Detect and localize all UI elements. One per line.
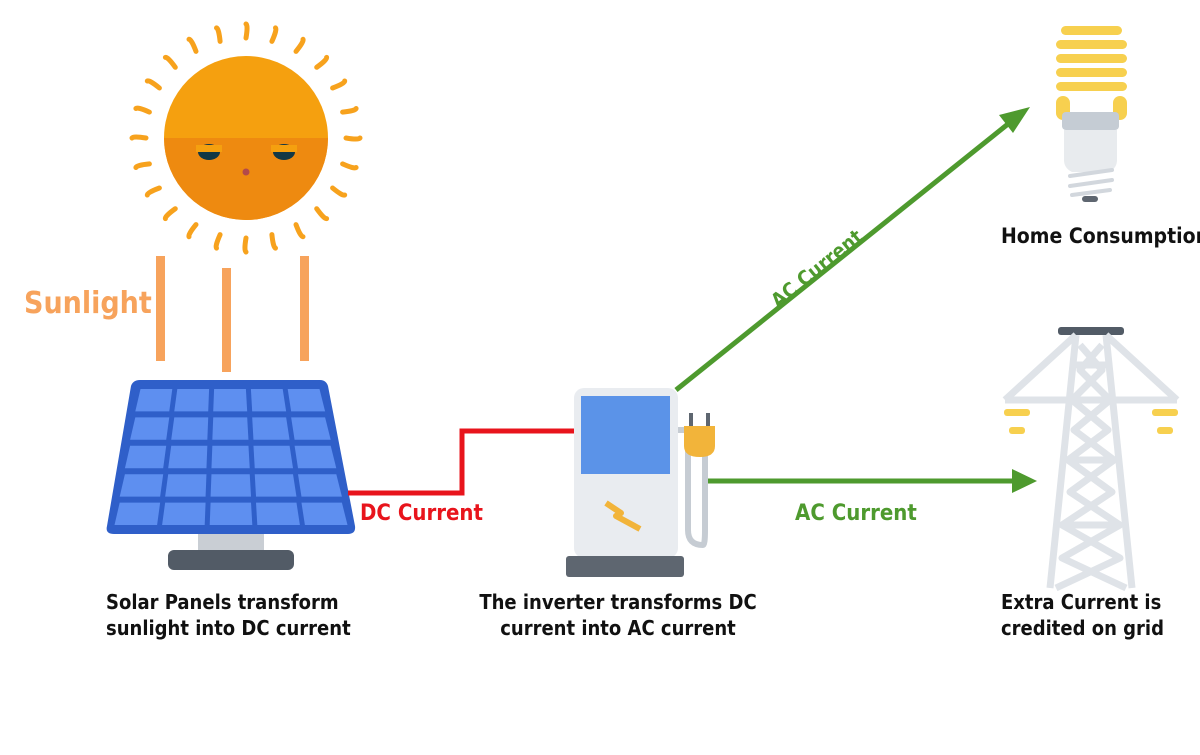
sun-ray: [340, 106, 359, 115]
solar-cell: [212, 417, 249, 440]
sun-ray: [293, 36, 306, 54]
solar-cell: [124, 445, 167, 469]
sun-icon: [129, 21, 363, 255]
sunlight-label: Sunlight: [24, 286, 152, 321]
sun-ray: [162, 206, 178, 222]
sun-ray: [340, 161, 359, 171]
power-tower-icon: [1002, 327, 1180, 592]
sun-ray: [213, 232, 223, 251]
sun-ray: [314, 54, 330, 70]
solar-cell: [256, 502, 300, 525]
solar-panels-caption: Solar Panels transform sunlight into DC …: [106, 589, 351, 641]
sun-ray: [186, 222, 199, 240]
sun-ray: [293, 222, 306, 240]
solar-cell: [301, 502, 348, 525]
sun-ray: [314, 206, 330, 222]
grid-caption-line-1: Extra Current is: [1001, 590, 1162, 614]
solar-cell: [250, 389, 287, 412]
solar-cell: [114, 502, 161, 525]
sun-ray: [269, 232, 278, 251]
ac-current-grid-label: AC Current: [795, 501, 917, 526]
home-consumption-label: Home Consumption: [1001, 224, 1200, 248]
solar-cell: [294, 445, 337, 469]
grid-caption-line-2: credited on grid: [1001, 616, 1164, 640]
solar-panels-caption-line-2: sunlight into DC current: [106, 616, 351, 640]
inverter-caption-line-1: The inverter transforms DC: [479, 590, 757, 614]
solar-cell: [174, 389, 210, 412]
dc-current-wire: [348, 428, 585, 496]
grid-caption: Extra Current is credited on grid: [1001, 589, 1164, 641]
sun-ray: [343, 135, 363, 142]
sun-ray: [214, 25, 223, 44]
solar-cell: [253, 445, 294, 469]
solar-cell: [209, 502, 253, 525]
sun-ray: [330, 185, 348, 198]
solar-cell: [171, 417, 209, 440]
solar-cell: [211, 445, 250, 469]
solar-cell: [254, 474, 297, 497]
solar-cell: [162, 502, 206, 525]
ac-current-arrow-grid: [708, 469, 1037, 493]
sun-ray: [133, 105, 152, 115]
dc-current-label: DC Current: [360, 501, 483, 526]
solar-panel-icon: [106, 380, 356, 570]
sun-ray: [133, 161, 152, 170]
sun-ray: [330, 78, 348, 91]
solar-cell: [213, 389, 248, 412]
sunlight-beams: [156, 256, 309, 372]
solar-cell: [287, 389, 326, 412]
solar-panels-caption-line-1: Solar Panels transform: [106, 590, 339, 614]
solar-cell: [298, 474, 342, 497]
ac-current-arrow-home: [674, 107, 1030, 392]
solar-cell: [168, 445, 208, 469]
solar-cell: [119, 474, 164, 497]
sun-ray: [269, 25, 279, 44]
solar-cell: [130, 417, 170, 440]
inverter-caption-line-2: current into AC current: [500, 616, 736, 640]
solar-cell: [165, 474, 207, 497]
solar-cell: [252, 417, 290, 440]
solar-cell: [135, 389, 173, 412]
light-bulb-icon: [1056, 26, 1127, 202]
inverter-icon: [566, 388, 715, 577]
inverter-caption: The inverter transforms DC current into …: [478, 589, 758, 641]
sun-ray: [242, 235, 249, 255]
sun-ray: [129, 134, 149, 141]
sun-ray: [162, 54, 178, 70]
solar-cell: [210, 474, 252, 497]
sun-ray: [144, 78, 162, 91]
sun-ray: [243, 21, 250, 41]
solar-cell: [291, 417, 331, 440]
sun-ray: [144, 185, 162, 198]
sun-ray: [186, 36, 199, 54]
